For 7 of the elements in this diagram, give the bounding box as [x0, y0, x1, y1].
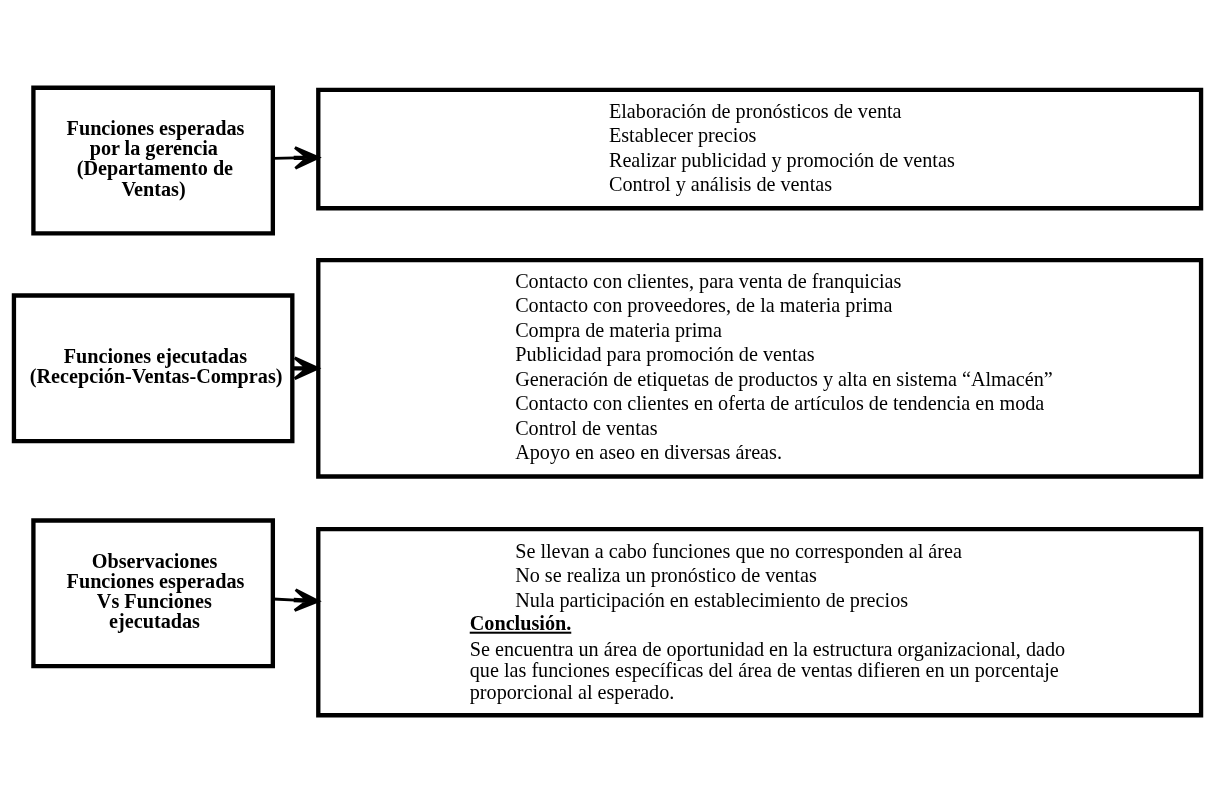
node-box: Se llevan a cabo funciones que no corresponden al área No se realiza un pronóstico de ventas Nula participación en establecimiento de precios Conclusión. Se encuentra un área de oportunidad en la estructura organizacional, dado que las funciones específicas del área de ventas difieren en un porcentaje proporcional al esperado.: [316, 526, 1204, 717]
node-box: Contacto con clientes, para venta de franquicias Contacto con proveedores, de la materia prima Compra de materia prima Publicidad para promoción de ventas Generación de etiquetas de productos y alta en sistema “Almacén” Contacto con clientes en oferta de artículos de tendencia en moda Control de ventas Apoyo en aseo en diversas áreas.: [316, 257, 1204, 479]
node-box: Observaciones Funciones esperadas Vs Funciones ejecutadas: [31, 517, 275, 668]
arrow: [273, 145, 320, 170]
node-box: Funciones esperadas por la gerencia (Departamento de Ventas): [31, 85, 275, 236]
arrow: [273, 587, 320, 612]
node-box: Elaboración de pronósticos de venta Establecer precios Realizar publicidad y promoción de ventas Control y análisis de ventas: [316, 87, 1204, 210]
